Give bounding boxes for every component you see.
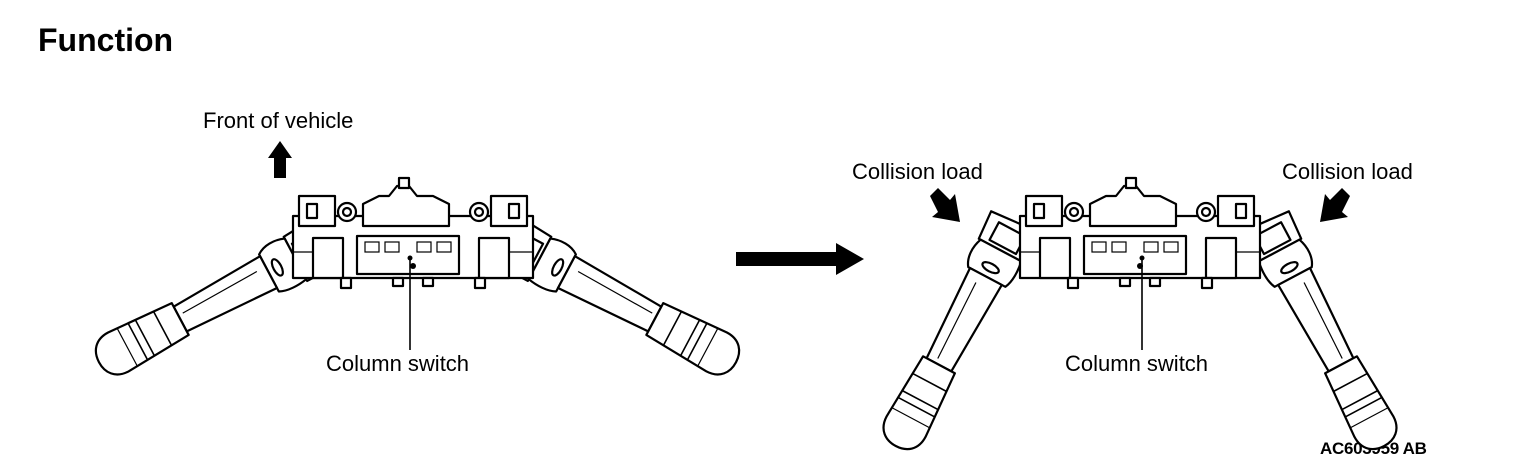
front-arrow-icon (268, 141, 292, 178)
collision-arrow-left-icon (930, 188, 960, 222)
transition-arrow-icon (736, 243, 864, 275)
right-stalk-left (871, 206, 1041, 460)
page-title: Function (38, 22, 174, 58)
collision-load-left-label: Collision load (852, 159, 983, 184)
front-of-vehicle-label: Front of vehicle (203, 108, 354, 133)
right-column-switch-label: Column switch (1065, 351, 1209, 376)
collision-load-right-label: Collision load (1282, 159, 1413, 184)
left-switch-body (291, 176, 535, 290)
left-column-switch-label: Column switch (326, 351, 470, 376)
left-column-switch (85, 176, 750, 387)
left-stalk-right (496, 217, 750, 387)
right-stalk-right (1239, 206, 1409, 460)
right-switch-body (1018, 176, 1262, 290)
collision-arrow-right-icon (1320, 188, 1350, 222)
